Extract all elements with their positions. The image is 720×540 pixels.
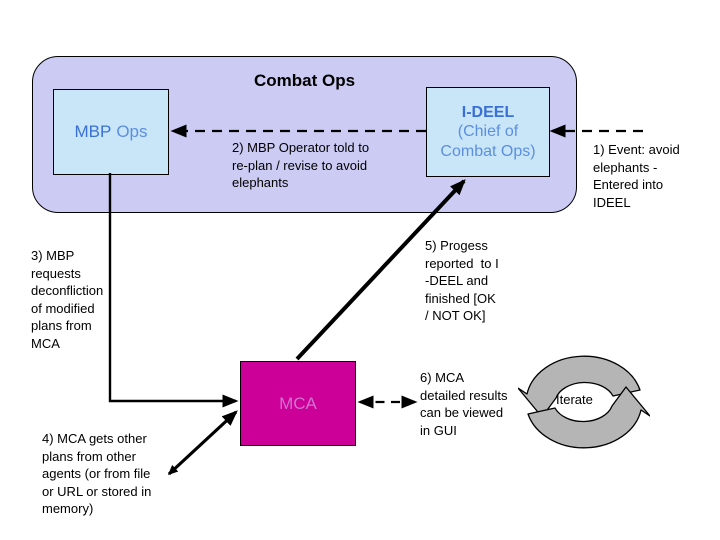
ideel-box: I-DEEL (Chief of Combat Ops) bbox=[426, 87, 550, 177]
mbp-ops-box: MBP Ops bbox=[53, 89, 169, 175]
ideel-label-line3: Combat Ops) bbox=[440, 142, 536, 160]
mbp-ops-label-secondary: Ops bbox=[116, 122, 148, 141]
annotation-step2: 2) MBP Operator told to re-plan / revise… bbox=[232, 140, 370, 190]
iterate-label: Iterate bbox=[556, 392, 593, 407]
combat-ops-title: Combat Ops bbox=[253, 71, 356, 90]
iterate-cycle-icon bbox=[518, 355, 650, 449]
ideel-label-line2: (Chief of bbox=[457, 123, 519, 141]
annotation-step3: 3) MBP requests deconfliction of modifie… bbox=[31, 248, 104, 351]
mbp-ops-label-primary: MBP bbox=[74, 122, 112, 141]
annotation-step5: 5) Progess reported to I -DEEL and finis… bbox=[425, 238, 499, 323]
ideel-label-line1: I-DEEL bbox=[461, 103, 515, 121]
annotation-step4: 4) MCA gets other plans from other agent… bbox=[42, 431, 152, 516]
annotation-step6: 6) MCA detailed results can be viewed in… bbox=[420, 370, 508, 438]
mca-box: MCA bbox=[240, 361, 356, 446]
arrow-plans-to-mca bbox=[167, 410, 238, 476]
mca-label: MCA bbox=[279, 393, 317, 413]
annotation-step1: 1) Event: avoid elephants - Entered into… bbox=[593, 142, 680, 210]
